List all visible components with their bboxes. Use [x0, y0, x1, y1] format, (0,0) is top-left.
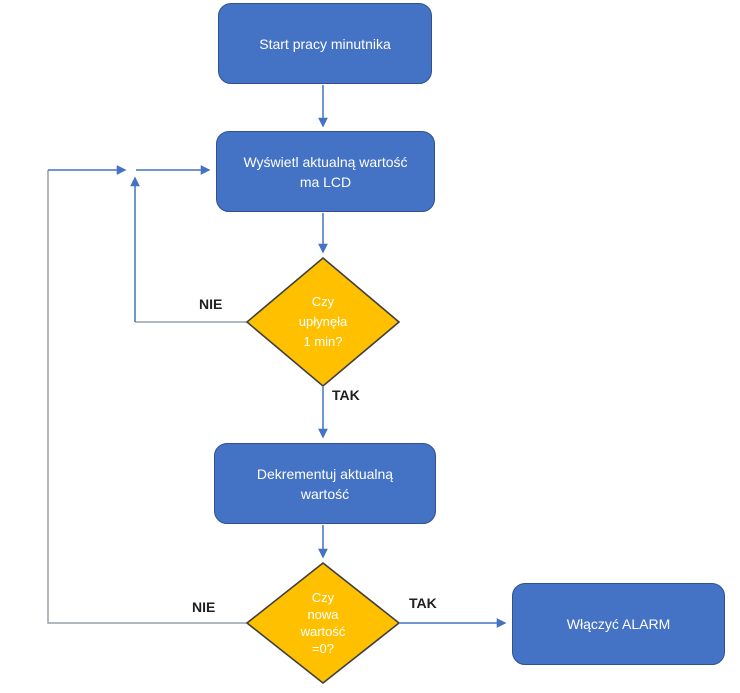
node-start: Start pracy minutnika	[218, 3, 432, 84]
node-start-label: Start pracy minutnika	[259, 35, 391, 52]
node-display-lcd-label: Wyświetl aktualną wartość ma LCD	[243, 153, 408, 190]
edge-label-minute-no: NIE	[199, 296, 223, 312]
edge-decision-zero-no-loop	[47, 170, 247, 624]
decision-zero-label: Czy nowa wartość =0?	[300, 590, 346, 656]
decision-minute-diamond	[245, 256, 401, 388]
edge-label-zero-yes: TAK	[409, 595, 437, 611]
node-alarm-label: Włączyć ALARM	[566, 616, 671, 632]
edge-label-minute-yes: TAK	[332, 387, 360, 403]
node-display-lcd: Wyświetl aktualną wartość ma LCD	[216, 131, 435, 212]
node-alarm: Włączyć ALARM	[512, 583, 725, 665]
edge-label-zero-no: NIE	[192, 599, 216, 615]
decision-zero-diamond	[245, 561, 401, 685]
node-decrement: Dekrementuj aktualną wartość	[214, 443, 436, 524]
decision-minute-label: Czy upłynęła 1 min?	[298, 294, 348, 349]
node-decrement-label: Dekrementuj aktualną wartość	[256, 465, 394, 502]
